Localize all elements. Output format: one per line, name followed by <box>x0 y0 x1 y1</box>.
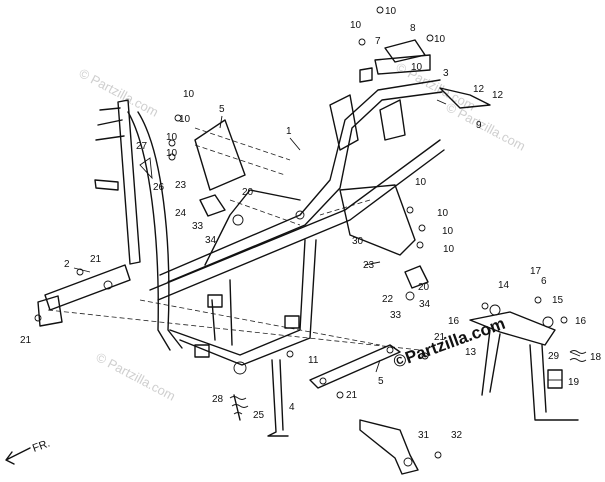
side-stand <box>229 359 289 437</box>
callout-label: 10 <box>443 244 455 255</box>
callout-label: 21 <box>20 335 32 346</box>
callout-label: 33 <box>390 310 402 321</box>
callout-label: 34 <box>205 235 217 246</box>
callout-label: 21 <box>434 332 446 343</box>
callout-label: 7 <box>375 36 381 47</box>
callout-label: 10 <box>434 34 446 45</box>
leader-lines <box>73 99 581 381</box>
callout-label: 28 <box>212 394 224 405</box>
callout-label: 16 <box>575 316 587 327</box>
callout-label: 2 <box>64 259 70 270</box>
callout-label: 10 <box>179 114 191 125</box>
callout-label: 10 <box>437 208 449 219</box>
callout-label: 9 <box>476 120 482 131</box>
callout-label: 19 <box>568 377 580 388</box>
callout-label: 12 <box>473 84 485 95</box>
callout-label: 8 <box>410 23 416 34</box>
watermark: © Partzilla.com <box>444 99 528 153</box>
callout-label: 17 <box>530 266 542 277</box>
callout-label: 10 <box>442 226 454 237</box>
callout-label: 3 <box>443 68 449 79</box>
callout-label: 5 <box>219 104 225 115</box>
callout-label: 10 <box>166 148 178 159</box>
watermark: © Partzilla.com <box>94 349 178 403</box>
callout-label: 1 <box>286 126 292 137</box>
direction-label: FR. <box>31 437 52 454</box>
callout-label: 5 <box>378 376 384 387</box>
front-direction-arrow: FR. <box>5 437 52 465</box>
callout-label: 33 <box>192 221 204 232</box>
callout-numbers: 1 2 3 4 5 5 6 7 8 9 10 10 10 10 10 10 10… <box>20 6 602 441</box>
callout-label: 11 <box>308 355 319 366</box>
callout-label: 25 <box>253 410 265 421</box>
callout-label: 16 <box>448 316 460 327</box>
callout-label: 21 <box>90 254 102 265</box>
callout-label: 20 <box>242 187 254 198</box>
callout-label: 29 <box>548 351 560 362</box>
callout-label: 10 <box>385 6 397 17</box>
callout-label: 21 <box>346 390 358 401</box>
callout-label: 23 <box>363 260 375 271</box>
callout-label: 6 <box>541 276 547 287</box>
engine-hanger-stay <box>37 264 131 327</box>
callout-label: 10 <box>166 132 178 143</box>
callout-label: 18 <box>590 352 602 363</box>
callout-label: 14 <box>498 280 510 291</box>
watermark: © Partzilla.com <box>394 59 478 113</box>
callout-label: 27 <box>136 141 148 152</box>
fasteners <box>34 6 568 399</box>
callout-label: 26 <box>153 182 165 193</box>
callout-label: 10 <box>183 89 195 100</box>
callout-label: 10 <box>415 177 427 188</box>
callout-label: 23 <box>175 180 187 191</box>
callout-label: 34 <box>419 299 431 310</box>
callout-label: 24 <box>175 208 187 219</box>
footrest-bracket <box>359 419 442 475</box>
main-frame <box>94 79 445 375</box>
callout-label: 30 <box>352 236 364 247</box>
callout-label: 10 <box>350 20 362 31</box>
assembly-guide-lines <box>47 127 421 351</box>
callout-label: 13 <box>465 347 477 358</box>
callout-label: 10 <box>411 62 423 73</box>
callout-label: 15 <box>552 295 564 306</box>
callout-label: 31 <box>418 430 430 441</box>
callout-label: 32 <box>451 430 463 441</box>
callout-label: 12 <box>492 90 504 101</box>
rear-hanger-bar <box>309 344 401 389</box>
main-stand <box>469 304 587 421</box>
callout-label: 4 <box>289 402 295 413</box>
callout-label: 22 <box>382 294 394 305</box>
rear-bracket <box>359 39 491 109</box>
callout-label: 20 <box>418 282 430 293</box>
